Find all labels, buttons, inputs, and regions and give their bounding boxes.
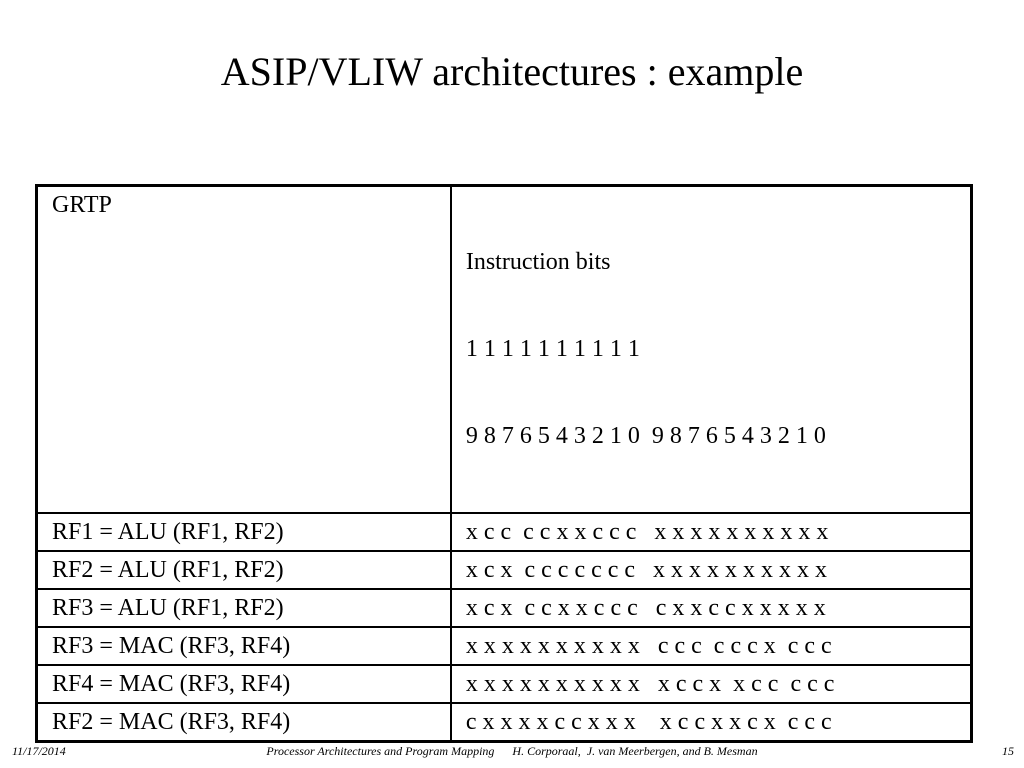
table-row: RF1 = ALU (RF1, RF2) x c c c c x x c c c… [35,512,973,552]
header-instruction-bits-label: Instruction bits [465,249,611,275]
table-row: RF3 = MAC (RF3, RF4) x x x x x x x x x x… [35,626,973,666]
operation-cell: RF1 = ALU (RF1, RF2) [35,512,452,552]
bits-cell: x c x c c x x c c c c x x c c x x x x x [449,588,973,628]
header-bit-units-row: 9 8 7 6 5 4 3 2 1 0 9 8 7 6 5 4 3 2 1 0 [465,423,826,449]
operation-cell: RF3 = MAC (RF3, RF4) [35,626,452,666]
header-instruction-bits-cell: Instruction bits 1 1 1 1 1 1 1 1 1 1 9 8… [449,184,973,514]
bits-cell: c x x x x c c x x x x c c x x c x c c c [449,702,973,743]
footer-course-authors: Processor Architectures and Program Mapp… [266,744,758,758]
table-row: RF3 = ALU (RF1, RF2) x c x c c x x c c c… [35,588,973,628]
bits-cell: x c x c c c c c c c x x x x x x x x x x [449,550,973,590]
footer-date: 11/17/2014 [12,744,66,758]
table-row: RF2 = MAC (RF3, RF4) c x x x x c c x x x… [35,702,973,743]
operation-cell: RF4 = MAC (RF3, RF4) [35,664,452,704]
table-row: RF4 = MAC (RF3, RF4) x x x x x x x x x x… [35,664,973,704]
slide-title: ASIP/VLIW architectures : example [220,49,804,94]
bits-cell: x x x x x x x x x x x c c x x c c c c c [449,664,973,704]
footer-page-number: 15 [1002,744,1014,758]
header-bit-tens-row: 1 1 1 1 1 1 1 1 1 1 [465,336,640,362]
operation-cell: RF3 = ALU (RF1, RF2) [35,588,452,628]
table-header-row: GRTP Instruction bits 1 1 1 1 1 1 1 1 1 … [35,184,973,514]
operation-cell: RF2 = ALU (RF1, RF2) [35,550,452,590]
header-grtp-cell: GRTP [35,184,452,514]
bits-cell: x x x x x x x x x x c c c c c c x c c c [449,626,973,666]
instruction-bits-table: GRTP Instruction bits 1 1 1 1 1 1 1 1 1 … [35,184,973,743]
bits-cell: x c c c c x x c c c x x x x x x x x x x [449,512,973,552]
table-row: RF2 = ALU (RF1, RF2) x c x c c c c c c c… [35,550,973,590]
operation-cell: RF2 = MAC (RF3, RF4) [35,702,452,743]
